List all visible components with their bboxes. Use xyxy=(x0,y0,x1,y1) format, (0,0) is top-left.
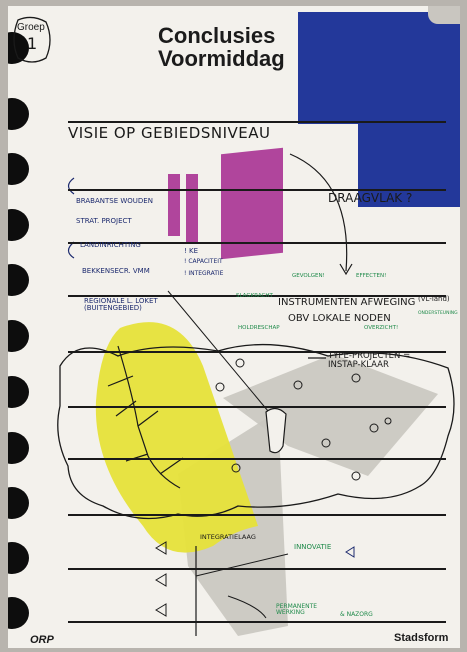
binder-hole xyxy=(8,209,29,241)
group-badge-outline xyxy=(13,16,51,63)
integratielaag-text: INTEGRATIELAAG xyxy=(200,533,256,541)
rule-line-9 xyxy=(68,568,446,570)
magenta-shape-mid xyxy=(186,174,198,244)
green-note-3: SLAGKRACHT xyxy=(236,293,273,299)
yellow-shape xyxy=(95,322,258,553)
group-badge: Groep 1 xyxy=(10,14,54,66)
binder-hole xyxy=(8,542,29,574)
pin-drawing xyxy=(265,407,287,454)
triangle-icon-4 xyxy=(345,546,355,558)
binder-hole xyxy=(8,376,29,408)
instrumenten-line-1: INSTRUMENTEN AFWEGING xyxy=(278,297,416,308)
rule-line-8 xyxy=(68,514,446,516)
triangle-icon-2 xyxy=(155,573,167,587)
left-list-item-1: BRABANTSE WOUDEN xyxy=(76,197,153,205)
rule-line-10 xyxy=(68,621,446,623)
rule-line-2 xyxy=(68,189,446,191)
triangle-icon-3 xyxy=(155,603,167,617)
grey-corner xyxy=(428,6,460,24)
footer-left-logo: ORP xyxy=(30,634,54,646)
green-note-1: GEVOLGEN! xyxy=(292,273,325,279)
draagvlak-text: DRAAGVLAK ? xyxy=(328,191,413,205)
binder-hole xyxy=(8,32,29,64)
title-line-1: Conclusies xyxy=(158,23,276,48)
binder-hole xyxy=(8,432,29,464)
page-title: Conclusies Voormiddag xyxy=(158,24,285,70)
blue-shape-notch xyxy=(298,124,358,207)
magenta-note-3: ! INTEGRATIE xyxy=(184,270,224,277)
magenta-note-1: ! KE xyxy=(184,247,199,255)
green-note-4: OVERZICHT! xyxy=(364,325,399,331)
rule-line-3 xyxy=(68,242,446,244)
footer-right-logo: Stadsform xyxy=(394,632,449,644)
binder-hole xyxy=(8,264,29,296)
arrow-curve xyxy=(289,153,348,272)
left-list-item-2: STRAT. PROJECT xyxy=(76,217,132,225)
rule-line-4 xyxy=(68,295,446,297)
green-note-2: EFFECTEN! xyxy=(356,273,387,279)
permanente-text: PERMANENTE WERKING xyxy=(276,603,318,617)
grey-shape-right xyxy=(223,354,438,476)
rule-line-1 xyxy=(68,121,446,123)
rule-line-6 xyxy=(68,406,446,408)
type-projecten-text: TYPE-PROJECTEN = INSTAP-KLAAR xyxy=(328,351,411,370)
poster-sheet: Groep 1 Conclusies Voormiddag VISIE OP G… xyxy=(8,6,460,648)
river-drawing xyxy=(107,345,184,489)
instrumenten-line-2: OBV LOKALE NODEN xyxy=(288,313,391,324)
left-list-item-4: BEKKENSECR. VMM xyxy=(82,267,150,275)
triangle-icon-1 xyxy=(155,541,167,555)
magenta-note-2: ! CAPACITEIT xyxy=(184,258,223,265)
binder-hole xyxy=(8,153,29,185)
group-number: 1 xyxy=(27,34,38,53)
binder-hole xyxy=(8,98,29,130)
binder-hole xyxy=(8,487,29,519)
left-list-item-5: REGIONALE L. LOKET (BUITENGEBIED) xyxy=(84,297,158,313)
rule-line-7 xyxy=(68,458,446,460)
left-list-item-3: LANDINRICHTING xyxy=(80,241,141,249)
green-note-6: HOLDRESCHAP xyxy=(238,325,280,331)
binder-hole xyxy=(8,320,29,352)
spiral-marks xyxy=(215,358,392,481)
arrow-head xyxy=(339,263,353,276)
drawing-layer xyxy=(57,153,455,636)
innovatie-text: INNOVATIE xyxy=(294,543,332,551)
vl-land-note: (VL-land) xyxy=(418,295,450,303)
heading-vision: VISIE OP GEBIEDSNIVEAU xyxy=(68,124,271,142)
nazorg-text: & NAZORG xyxy=(340,611,373,618)
group-label: Groep xyxy=(17,22,45,33)
title-line-2: Voormiddag xyxy=(158,46,285,71)
rule-line-5 xyxy=(68,351,446,353)
bottom-branch xyxy=(195,553,289,619)
green-note-5: ONDERSTEUNING xyxy=(418,311,458,316)
binder-hole xyxy=(8,597,29,629)
